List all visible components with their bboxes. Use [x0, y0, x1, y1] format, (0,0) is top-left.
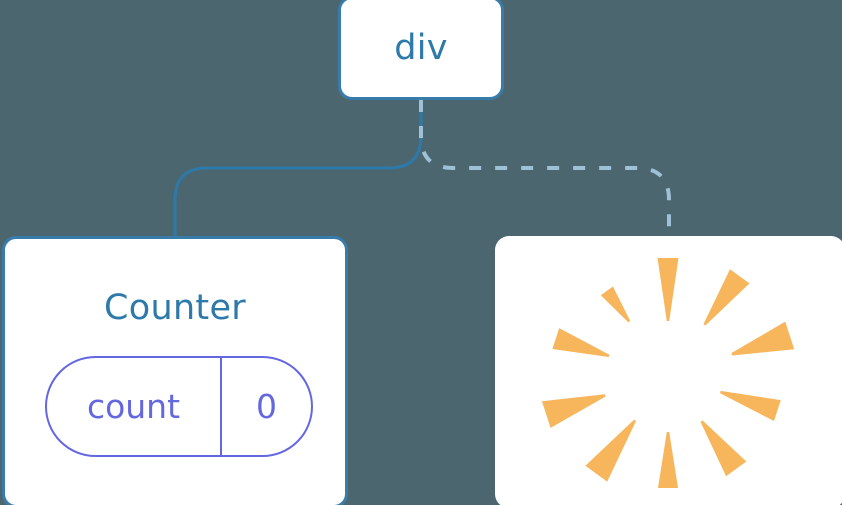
spinner-blade-9 [600, 286, 631, 323]
div-node[interactable]: div [338, 0, 504, 100]
state-value-label: 0 [256, 387, 277, 426]
counter-title-row: Counter [5, 291, 345, 326]
counter-state-pill[interactable]: count 0 [45, 356, 313, 457]
counter-node-label: Counter [104, 288, 246, 328]
state-value-cell: 0 [222, 358, 311, 455]
div-node-label: div [394, 27, 448, 68]
spinner-blade-8 [552, 328, 610, 357]
spinner-blade-4 [700, 420, 747, 477]
spinner-blade-5 [658, 432, 678, 488]
state-key-label: count [86, 387, 181, 426]
spinner-blade-7 [541, 394, 606, 428]
loading-spinner-icon [541, 258, 795, 488]
counter-node[interactable]: Counter count 0 [2, 236, 348, 505]
spinner-blade-2 [731, 321, 795, 356]
spinner-blade-0 [657, 258, 679, 321]
edge-div-to-counter [173, 100, 423, 236]
edge-div-to-loading [419, 100, 671, 236]
spinner-blade-1 [703, 269, 750, 326]
spinner-blade-3 [719, 390, 781, 421]
loading-node[interactable] [495, 236, 842, 505]
spinner-blade-6 [585, 419, 637, 482]
state-key-cell: count [47, 358, 222, 455]
